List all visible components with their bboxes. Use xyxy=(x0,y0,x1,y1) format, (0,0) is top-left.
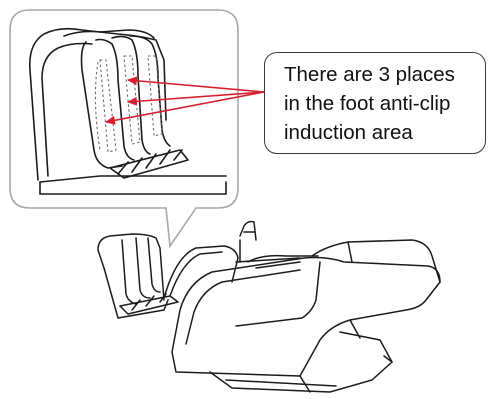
callout-label-box: There are 3 places in the foot anti-clip… xyxy=(264,52,486,154)
zoom-bubble xyxy=(10,10,238,246)
callout-line-2: in the foot anti-clip xyxy=(284,89,485,118)
massage-chair-drawing xyxy=(98,222,440,393)
callout-line-3: induction area xyxy=(284,118,485,147)
callout-line-1: There are 3 places xyxy=(284,60,485,89)
